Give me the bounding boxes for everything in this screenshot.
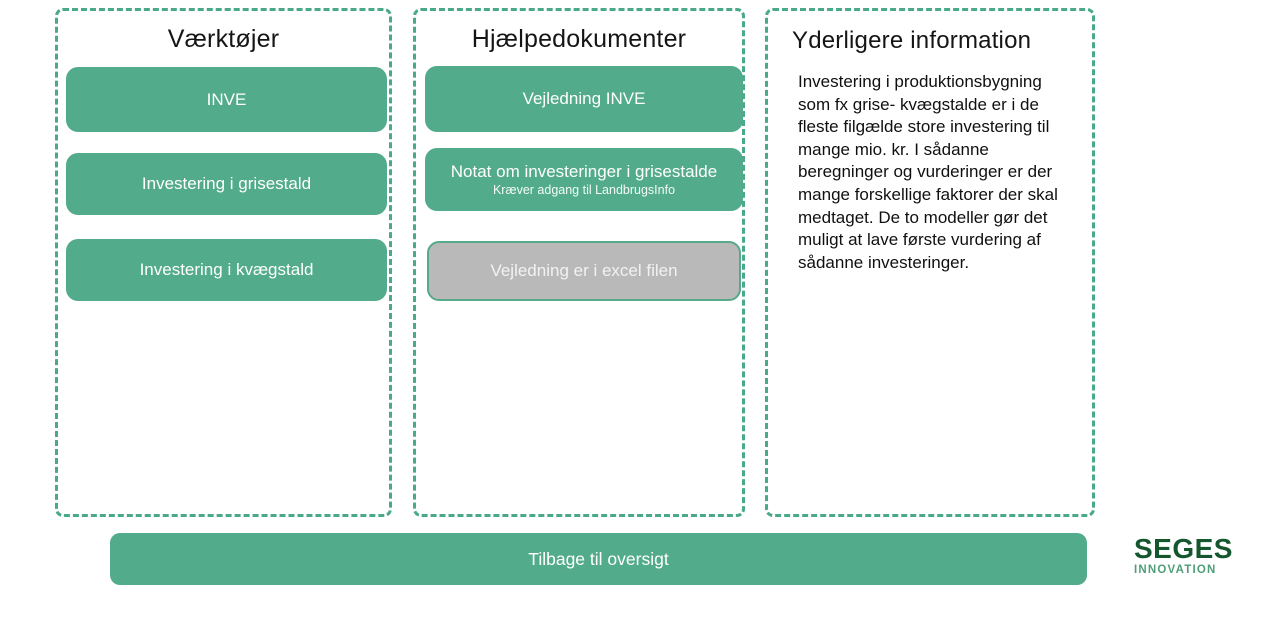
innovation-logo-text: INNOVATION bbox=[1134, 564, 1217, 577]
additional-info-panel-title: Yderligere information bbox=[792, 27, 1032, 54]
investering-kvaegstald-button-label: Investering i kvægstald bbox=[139, 260, 314, 280]
inve-button-label: INVE bbox=[206, 89, 247, 109]
notat-investeringer-button-label: Notat om investeringer i grisestalde bbox=[450, 161, 718, 181]
vejledning-excel-button[interactable]: Vejledning er i excel filen bbox=[427, 241, 741, 301]
vejledning-inve-button-label: Vejledning INVE bbox=[522, 89, 646, 109]
seges-logo-text: SEGES bbox=[1134, 533, 1233, 564]
tools-panel: Værktøjer INVE Investering i grisestald … bbox=[55, 8, 392, 517]
investering-grisestald-button-label: Investering i grisestald bbox=[141, 174, 312, 194]
vejledning-excel-button-label: Vejledning er i excel filen bbox=[490, 261, 678, 281]
additional-info-panel: Yderligere information Investering i pro… bbox=[765, 8, 1095, 517]
investering-grisestald-button[interactable]: Investering i grisestald bbox=[66, 153, 387, 215]
additional-info-text: Investering i produktionsbygning som fx … bbox=[798, 72, 1058, 272]
tools-panel-title: Værktøjer bbox=[167, 25, 280, 53]
investering-kvaegstald-button[interactable]: Investering i kvægstald bbox=[66, 239, 387, 301]
help-documents-panel: Hjælpedokumenter Vejledning INVE Notat o… bbox=[413, 8, 745, 517]
notat-investeringer-button[interactable]: Notat om investeringer i grisestalde Kræ… bbox=[425, 148, 743, 211]
vejledning-inve-button[interactable]: Vejledning INVE bbox=[425, 66, 743, 132]
seges-innovation-logo: SEGES INNOVATION bbox=[1134, 533, 1254, 577]
inve-button[interactable]: INVE bbox=[66, 67, 387, 132]
notat-investeringer-button-sublabel: Kræver adgang til LandbrugsInfo bbox=[492, 182, 676, 197]
back-to-overview-button-label: Tilbage til oversigt bbox=[528, 548, 669, 569]
help-documents-panel-title: Hjælpedokumenter bbox=[471, 25, 687, 53]
back-to-overview-button[interactable]: Tilbage til oversigt bbox=[110, 533, 1087, 585]
